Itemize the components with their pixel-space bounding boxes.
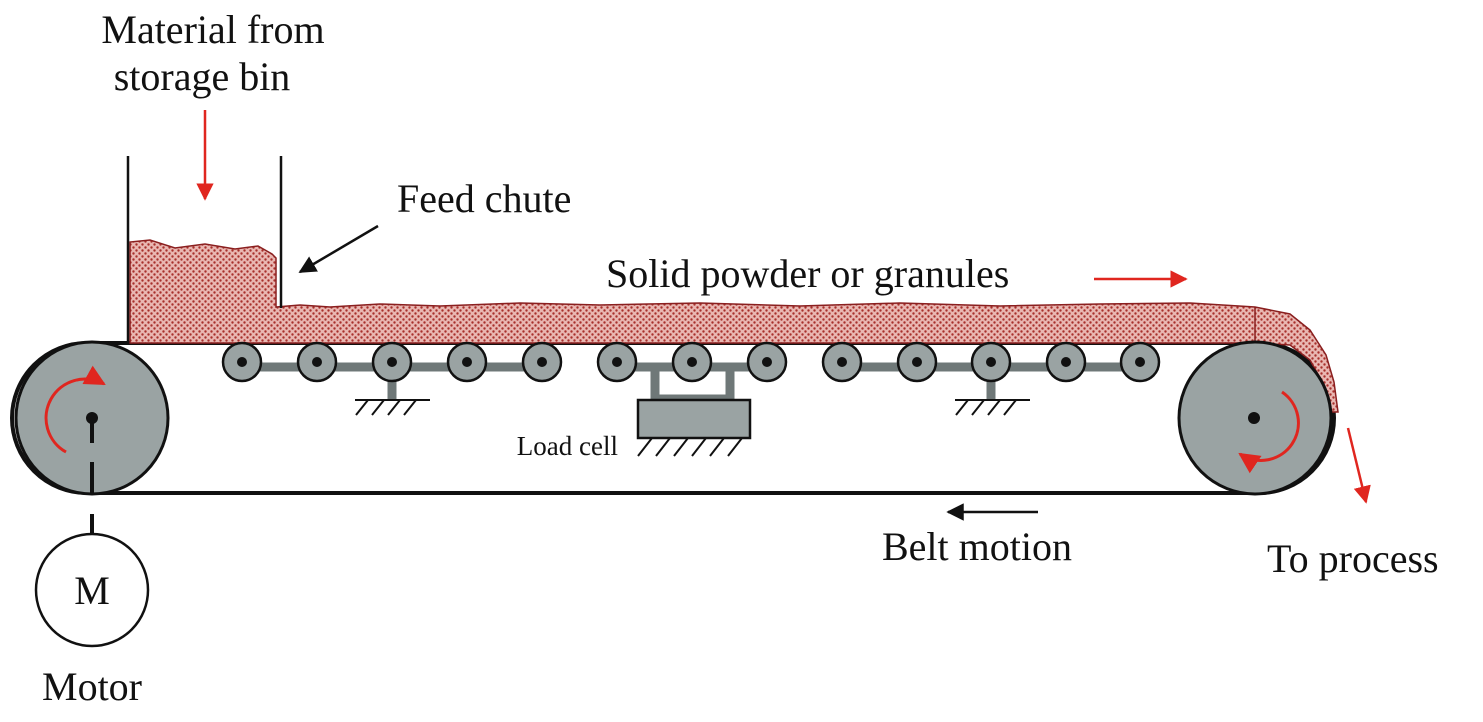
idler-roller <box>1119 341 1161 383</box>
load-cell <box>636 398 752 440</box>
feed-chute-label: Feed chute <box>397 176 571 221</box>
idler-roller <box>371 341 413 383</box>
idler-rollers <box>596 341 788 383</box>
idler-roller <box>746 341 788 383</box>
solid-powder-label: Solid powder or granules <box>606 251 1009 296</box>
material-layer <box>129 239 1339 413</box>
load-cell-label: Load cell <box>517 431 618 461</box>
motor-symbol: M <box>74 568 110 613</box>
idler-group-left <box>221 341 563 416</box>
tail-rotation-arrow <box>1238 390 1300 474</box>
idler-roller <box>221 341 263 383</box>
idler-roller <box>596 341 638 383</box>
idler-roller <box>821 341 863 383</box>
idler-group-right <box>821 341 1161 416</box>
idler-roller <box>671 341 713 383</box>
ground-hatch <box>355 399 417 416</box>
material-from-label-line1: Material from <box>101 7 324 52</box>
material-from-label-line2: storage bin <box>114 54 291 99</box>
drive-rotation-arrow <box>44 365 106 454</box>
motor-icon <box>34 532 150 648</box>
tail-pulley-axle <box>1248 412 1260 424</box>
motor-label: Motor <box>42 664 142 709</box>
idler-roller <box>296 341 338 383</box>
weigh-idler-group: Load cell <box>517 341 788 461</box>
to-process-arrow <box>1346 427 1371 504</box>
idler-rollers <box>821 341 1161 383</box>
idler-roller <box>896 341 938 383</box>
ground-hatch <box>637 437 743 457</box>
idler-roller <box>970 341 1012 383</box>
idler-roller <box>1045 341 1087 383</box>
belt-motion-label: Belt motion <box>882 524 1072 569</box>
to-process-label: To process <box>1267 536 1439 581</box>
ground-hatch <box>955 399 1017 416</box>
idler-roller <box>521 341 563 383</box>
feed-chute-pointer-arrow <box>298 224 379 274</box>
idler-roller <box>446 341 488 383</box>
idler-rollers <box>221 341 563 383</box>
